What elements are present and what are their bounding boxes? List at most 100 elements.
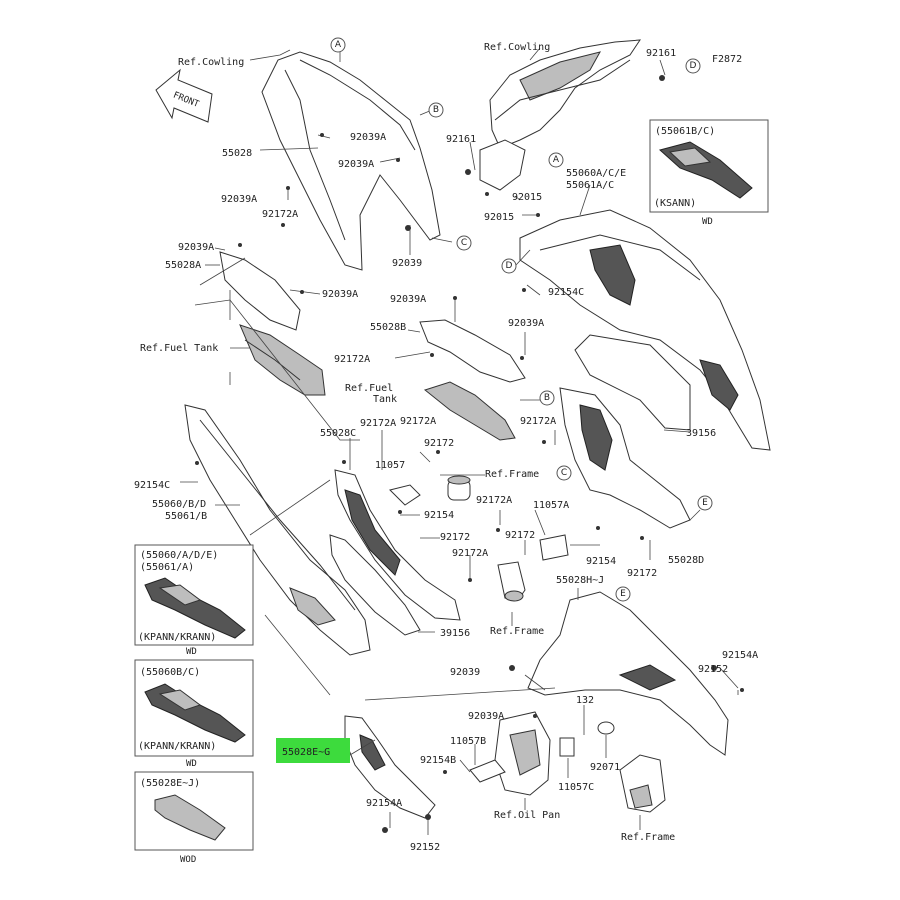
label-92154-1[interactable]: 92154 [424,510,454,521]
label-92039A-8[interactable]: 92039A [468,711,504,722]
callout-d-top: D [685,58,701,74]
label-92039A-1[interactable]: 92039A [350,132,386,143]
part-ref-frame-1[interactable] [447,475,471,501]
part-55028A-panel[interactable] [219,251,301,331]
part-55060-fairing[interactable] [184,404,371,656]
label-92152-1[interactable]: 92152 [698,664,728,675]
svg-text:(55028E~J): (55028E~J) [140,778,200,789]
part-55028-cowling[interactable] [261,51,441,271]
part-ref-oil-pan[interactable] [494,711,551,796]
part-ref-fuel-tank-left[interactable] [239,324,326,396]
part-11057B-clip[interactable] [469,759,506,783]
label-92154C-1[interactable]: 92154C [548,287,584,298]
label-ref-cowling-top[interactable]: Ref.Cowling [484,42,550,53]
label-55060[interactable]: 55060/B/D [152,499,206,510]
part-55028E-panel[interactable] [344,715,436,819]
label-92154A-2[interactable]: 92154A [366,798,402,809]
callout-a-mid: A [548,152,564,168]
svg-text:A: A [335,40,342,50]
highlight-55028EG [276,738,350,763]
callout-b-mid: B [539,390,555,406]
label-92071[interactable]: 92071 [590,762,620,773]
label-92172A-3[interactable]: 92172A [520,416,556,427]
label-92154-2[interactable]: 92154 [586,556,616,567]
part-11057-clip[interactable] [389,484,421,506]
label-92039A-7[interactable]: 92039A [508,318,544,329]
diagram-code: F2872 [712,54,742,65]
label-92172A-2[interactable]: 92172A [334,354,370,365]
callout-c-top: C [456,235,472,251]
label-ref-fuel-tank-mid-2[interactable]: Tank [373,394,397,405]
label-11057A[interactable]: 11057A [533,500,569,511]
label-92161-top[interactable]: 92161 [646,48,676,59]
svg-text:B: B [433,105,439,115]
part-39156-right[interactable] [574,334,691,431]
label-55028D[interactable]: 55028D [668,555,704,566]
label-ref-frame-2[interactable]: Ref.Frame [490,626,544,637]
svg-text:A: A [553,155,560,165]
label-92154B[interactable]: 92154B [420,755,456,766]
callout-b-top: B [428,102,444,118]
label-92154A-1[interactable]: 92154A [722,650,758,661]
label-55028A[interactable]: 55028A [165,260,201,271]
label-92161-mid[interactable]: 92161 [446,134,476,145]
label-39156-2[interactable]: 39156 [440,628,470,639]
label-55028B[interactable]: 55028B [370,322,406,333]
label-55060A[interactable]: 55060A/C/E [566,168,626,179]
label-92039A-6[interactable]: 92039A [390,294,426,305]
label-92172-4[interactable]: 92172 [627,568,657,579]
label-ref-frame-3[interactable]: Ref.Frame [621,832,675,843]
label-11057C[interactable]: 11057C [558,782,594,793]
part-55060A-cowling[interactable] [519,209,771,451]
part-39156-left[interactable] [329,534,421,636]
part-ref-frame-3[interactable] [619,754,666,813]
label-39156-1[interactable]: 39156 [686,428,716,439]
label-92039-1[interactable]: 92039 [392,258,422,269]
label-55028H[interactable]: 55028H~J [556,575,604,586]
label-92172A-7[interactable]: 92172A [452,548,488,559]
callout-c-mid: C [556,465,572,481]
label-55061[interactable]: 55061/B [165,511,207,522]
svg-text:WD: WD [702,217,713,227]
label-ref-fuel-tank-left[interactable]: Ref.Fuel Tank [140,343,218,354]
label-92039A-4[interactable]: 92039A [178,242,214,253]
label-92015-1[interactable]: 92015 [512,192,542,203]
label-ref-oil-pan[interactable]: Ref.Oil Pan [494,810,560,821]
label-92015-2[interactable]: 92015 [484,212,514,223]
label-92172A-1[interactable]: 92172A [262,209,298,220]
label-92152-2[interactable]: 92152 [410,842,440,853]
callout-e-low: E [615,586,631,602]
label-92172-1[interactable]: 92172 [424,438,454,449]
part-bracket-upper[interactable] [479,139,526,191]
part-55028C-bracket[interactable] [334,469,461,621]
label-ref-cowling-left[interactable]: Ref.Cowling [178,57,244,68]
part-55028B-panel[interactable] [419,319,526,383]
label-55028[interactable]: 55028 [222,148,252,159]
label-92039A-3[interactable]: 92039A [221,194,257,205]
label-92154C-2[interactable]: 92154C [134,480,170,491]
label-92039A-2[interactable]: 92039A [338,159,374,170]
label-11057[interactable]: 11057 [375,460,405,471]
label-92172A-6[interactable]: 92172A [476,495,512,506]
label-ref-fuel-tank-mid-1[interactable]: Ref.Fuel [345,383,393,394]
part-92071-grommet[interactable] [597,721,615,735]
part-ref-frame-2[interactable] [497,561,526,602]
label-92039A-5[interactable]: 92039A [322,289,358,300]
label-ref-frame-1[interactable]: Ref.Frame [485,469,539,480]
label-132[interactable]: 132 [576,695,594,706]
label-92172A-4[interactable]: 92172A [360,418,396,429]
part-132-spacer[interactable] [559,737,575,757]
label-92172-3[interactable]: 92172 [505,530,535,541]
label-92039-2[interactable]: 92039 [450,667,480,678]
part-ref-fuel-tank-mid[interactable] [423,381,516,441]
label-55028E[interactable]: 55028E~G [282,747,330,758]
part-55028H-panel[interactable] [527,591,729,756]
label-92172A-5[interactable]: 92172A [400,416,436,427]
part-ref-cowling-upper[interactable] [489,39,641,149]
label-55028C[interactable]: 55028C [320,428,356,439]
part-11057A-clip[interactable] [539,534,569,561]
label-55061A[interactable]: 55061A/C [566,180,614,191]
label-92172-2[interactable]: 92172 [440,532,470,543]
label-11057B[interactable]: 11057B [450,736,486,747]
part-55028D-bracket[interactable] [559,387,691,529]
